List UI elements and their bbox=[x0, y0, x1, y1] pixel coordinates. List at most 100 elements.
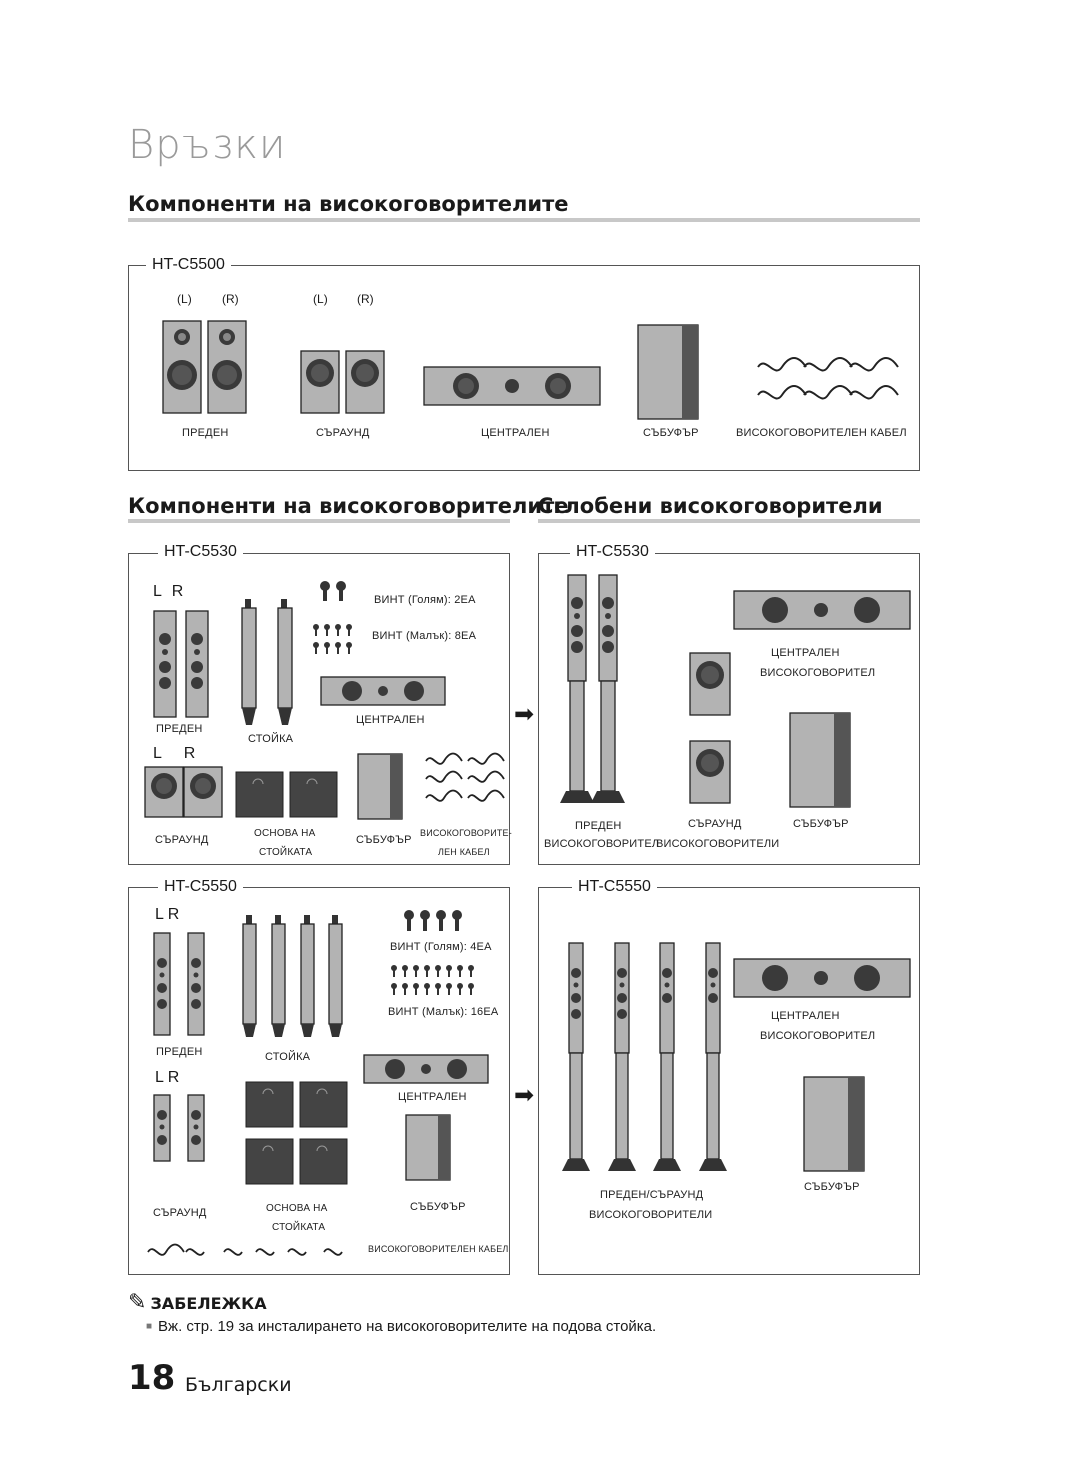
surround-speaker-right bbox=[187, 1094, 205, 1162]
subwoofer bbox=[357, 753, 403, 820]
note-text: ■ Вж. стр. 19 за инсталирането на високог… bbox=[146, 1318, 656, 1335]
surround-right-label: (R) bbox=[357, 292, 374, 306]
model-label: HT-C5500 bbox=[146, 256, 231, 274]
front-caption: ПРЕДЕН bbox=[575, 820, 622, 832]
page-language: Български bbox=[185, 1374, 292, 1396]
front-assembled-right bbox=[591, 574, 625, 803]
pencil-icon: ✎ bbox=[128, 1290, 147, 1315]
front-right-label: (R) bbox=[222, 292, 239, 306]
ht-c5530-components-illustration bbox=[144, 581, 505, 820]
subwoofer-caption: СЪБУФЪР bbox=[793, 818, 849, 830]
assembled-heading: Сглобени високоговорители bbox=[538, 494, 883, 518]
note-heading: ✎ЗАБЕЛЕЖКА bbox=[128, 1290, 267, 1315]
front-speaker-left bbox=[153, 610, 177, 718]
screw-large-caption: ВИНТ (Голям): 2EA bbox=[374, 594, 476, 606]
section-rule bbox=[128, 218, 920, 222]
left-rule bbox=[128, 519, 510, 523]
center-speaker bbox=[733, 958, 911, 998]
model-label: HT-C5530 bbox=[158, 543, 243, 561]
stand-base-caption: СТОЙКАТА bbox=[272, 1222, 326, 1233]
model-label: HT-C5550 bbox=[158, 878, 243, 896]
front-speaker-left bbox=[153, 932, 171, 1036]
assembled-tower-2 bbox=[608, 942, 636, 1171]
center-caption: ВИСОКОГОВОРИТЕЛ bbox=[760, 1030, 876, 1042]
subwoofer-caption: СЪБУФЪР bbox=[356, 834, 412, 846]
stand-base-right bbox=[289, 771, 338, 818]
front-assembled-left bbox=[560, 574, 594, 803]
center-speaker bbox=[733, 590, 911, 630]
ht-c5500-illustration bbox=[162, 320, 899, 420]
cable-caption: ВИСОКОГОВОРИТЕ- bbox=[420, 828, 512, 838]
front-caption: ПРЕДЕН bbox=[156, 1046, 203, 1058]
subwoofer bbox=[405, 1114, 451, 1181]
screw-large-caption: ВИНТ (Голям): 4EA bbox=[390, 941, 492, 953]
center-caption: ЦЕНТРАЛЕН bbox=[771, 647, 840, 659]
stand-base-caption: СТОЙКАТА bbox=[259, 847, 313, 858]
center-speaker bbox=[363, 1054, 489, 1084]
assembled-tower-1 bbox=[562, 942, 590, 1171]
screws-large bbox=[320, 581, 346, 601]
stand-base-left bbox=[235, 771, 284, 818]
page-number: 18 bbox=[128, 1358, 176, 1398]
stand-caption: СТОЙКА bbox=[265, 1051, 311, 1063]
assembled-tower-4 bbox=[699, 942, 727, 1171]
screw-small-caption: ВИНТ (Малък): 8EA bbox=[372, 630, 477, 642]
front-surround-caption: ПРЕДЕН/СЪРАУНД bbox=[600, 1189, 704, 1201]
surround-speaker-right bbox=[345, 350, 385, 414]
front-caption: ПРЕДЕН bbox=[156, 723, 203, 735]
surround-left-label: (L) bbox=[313, 292, 328, 306]
surround-caption: ВИСОКОГОВОРИТЕЛИ bbox=[656, 838, 780, 850]
surround-speaker-left bbox=[153, 1094, 171, 1162]
front-caption: ВИСОКОГОВОРИТЕЛ bbox=[544, 838, 660, 850]
components-heading: Компоненти на високоговорителите bbox=[128, 494, 569, 518]
ht-c5530-assembled-illustration bbox=[560, 574, 911, 808]
front-left-label: (L) bbox=[177, 292, 192, 306]
chapter-title: Връзки bbox=[128, 122, 287, 168]
cable-caption: ВИСОКОГОВОРИТЕЛЕН КАБЕЛ bbox=[736, 427, 907, 439]
surround-speaker-right bbox=[183, 766, 223, 818]
stand-base-caption: ОСНОВА НА bbox=[254, 828, 316, 839]
model-label: HT-C5530 bbox=[570, 543, 655, 561]
bullet-icon: ■ bbox=[146, 1321, 153, 1332]
stands bbox=[242, 915, 343, 1037]
lr-label: L R bbox=[155, 906, 180, 923]
right-rule bbox=[538, 519, 920, 523]
note-body: Вж. стр. 19 за инсталирането на високого… bbox=[158, 1318, 657, 1335]
center-speaker bbox=[320, 676, 446, 706]
lr-label: L R bbox=[153, 583, 184, 600]
arrow-right-icon: ➡ bbox=[514, 1081, 535, 1109]
section-heading: Компоненти на високоговорителите bbox=[128, 192, 569, 216]
ht-c5550-components-illustration bbox=[147, 910, 489, 1256]
assembled-tower-3 bbox=[653, 942, 681, 1171]
subwoofer-caption: СЪБУФЪР bbox=[804, 1181, 860, 1193]
arrow-right-icon: ➡ bbox=[514, 700, 535, 728]
screws-small bbox=[313, 624, 352, 654]
surround-caption: СЪРАУНД bbox=[155, 834, 209, 846]
lr-label: L R bbox=[153, 745, 196, 762]
subwoofer bbox=[803, 1076, 865, 1172]
front-caption: ПРЕДЕН bbox=[182, 427, 229, 439]
subwoofer bbox=[789, 712, 851, 808]
subwoofer bbox=[637, 324, 699, 420]
screws-small bbox=[391, 965, 474, 995]
front-speaker-right bbox=[185, 610, 209, 718]
surround-caption: СЪРАУНД bbox=[316, 427, 370, 439]
front-speaker-right bbox=[207, 320, 247, 414]
stand-caption: СТОЙКА bbox=[248, 733, 294, 745]
surround-speaker-lower bbox=[689, 740, 731, 804]
front-speaker-right bbox=[187, 932, 205, 1036]
center-caption: ЦЕНТРАЛЕН bbox=[356, 714, 425, 726]
surround-caption: СЪРАУНД bbox=[153, 1207, 207, 1219]
note-label: ЗАБЕЛЕЖКА bbox=[150, 1294, 267, 1313]
stand-base-caption: ОСНОВА НА bbox=[266, 1203, 328, 1214]
front-surround-caption: ВИСОКОГОВОРИТЕЛИ bbox=[589, 1209, 713, 1221]
cable-caption: ЛЕН КАБЕЛ bbox=[438, 847, 490, 857]
speaker-cables bbox=[147, 1243, 343, 1256]
surround-caption: СЪРАУНД bbox=[688, 818, 742, 830]
center-caption: ЦЕНТРАЛЕН bbox=[771, 1010, 840, 1022]
model-label: HT-C5550 bbox=[572, 878, 657, 896]
surround-speaker-left bbox=[300, 350, 340, 414]
surround-speaker-upper bbox=[689, 652, 731, 716]
center-caption: ЦЕНТРАЛЕН bbox=[398, 1091, 467, 1103]
front-speaker-left bbox=[162, 320, 202, 414]
